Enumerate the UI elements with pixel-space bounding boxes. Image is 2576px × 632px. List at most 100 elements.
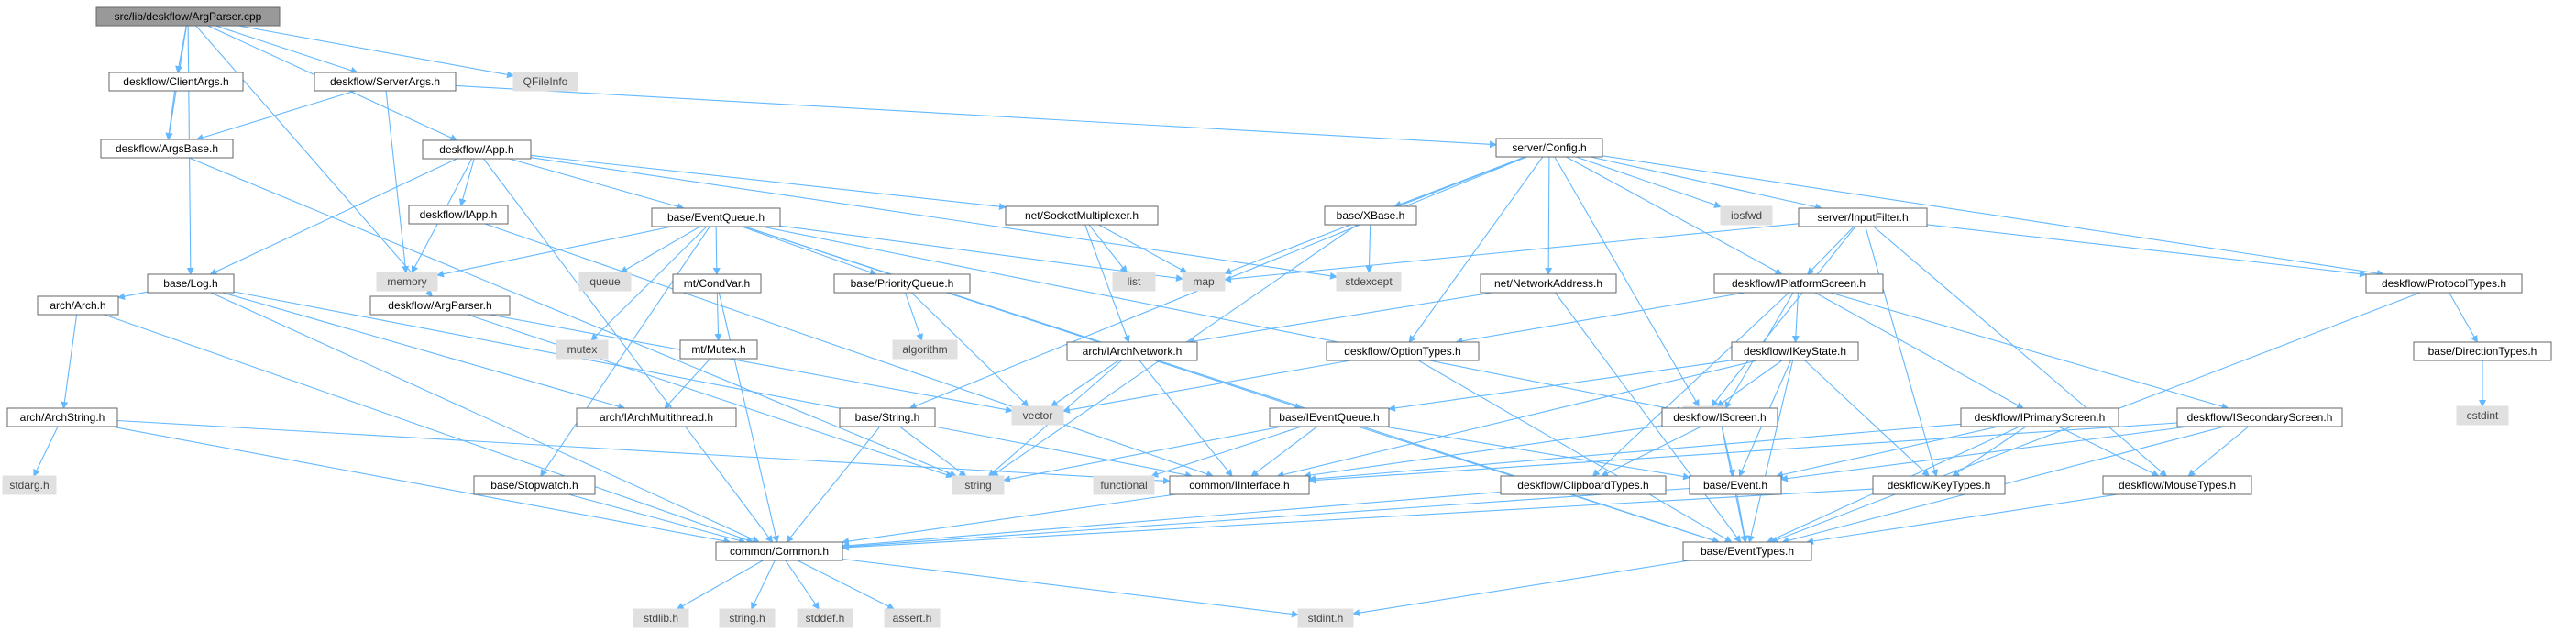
node-argparser_cpp[interactable]: src/lib/deskflow/ArgParser.cpp bbox=[95, 6, 281, 27]
edge-eventqueue-to-stopwatch bbox=[540, 226, 710, 477]
edge-optiontypes-to-eventtypes bbox=[1417, 360, 1733, 543]
node-ieventqueue[interactable]: base/IEventQueue.h bbox=[1269, 407, 1390, 427]
node-argsbase[interactable]: deskflow/ArgsBase.h bbox=[100, 139, 234, 159]
node-mtmutex[interactable]: mt/Mutex.h bbox=[679, 339, 758, 360]
node-box bbox=[1112, 272, 1156, 292]
node-keytypes[interactable]: deskflow/KeyTypes.h bbox=[1872, 475, 2006, 495]
node-clipboardtypes[interactable]: deskflow/ClipboardTypes.h bbox=[1500, 475, 1667, 495]
node-label: base/EventTypes.h bbox=[1701, 545, 1794, 558]
node-label: stdexcept bbox=[1345, 275, 1393, 288]
node-map: map bbox=[1182, 272, 1226, 292]
node-iplatformscreen[interactable]: deskflow/IPlatformScreen.h bbox=[1713, 273, 1884, 294]
node-label: common/Common.h bbox=[730, 545, 829, 558]
edge-stopwatch-to-common bbox=[567, 493, 746, 545]
node-iinterface[interactable]: common/IInterface.h bbox=[1169, 475, 1310, 495]
node-iprimaryscreen[interactable]: deskflow/IPrimaryScreen.h bbox=[1960, 407, 2119, 427]
node-label: mutex bbox=[567, 343, 598, 356]
edge-config-to-iosfwd bbox=[1575, 156, 1722, 208]
node-argparser_h[interactable]: deskflow/ArgParser.h bbox=[369, 295, 511, 316]
node-box bbox=[2456, 405, 2509, 426]
edge-common-to-string_h bbox=[751, 560, 776, 610]
node-iarchmt[interactable]: arch/IArchMultithread.h bbox=[576, 407, 737, 427]
edge-eventqueue-to-condvar bbox=[712, 226, 721, 275]
node-stdarg: stdarg.h bbox=[2, 475, 57, 495]
node-label: stdint.h bbox=[1308, 612, 1344, 625]
node-common[interactable]: common/Common.h bbox=[715, 541, 843, 561]
node-clientargs[interactable]: deskflow/ClientArgs.h bbox=[108, 72, 244, 92]
edge-eventtypes-to-stdint bbox=[1352, 560, 1690, 617]
node-label: base/PriorityQueue.h bbox=[851, 277, 954, 290]
edges bbox=[33, 25, 2486, 618]
edge-app-to-socketmux bbox=[530, 154, 1007, 211]
node-priorityqueue[interactable]: base/PriorityQueue.h bbox=[833, 273, 971, 294]
node-label: list bbox=[1128, 275, 1141, 288]
edge-priorityqueue-to-vector bbox=[910, 292, 1029, 407]
node-app[interactable]: deskflow/App.h bbox=[422, 139, 532, 160]
edge-common-to-stdint bbox=[842, 558, 1299, 618]
node-label: deskflow/ServerArgs.h bbox=[330, 75, 440, 88]
node-box bbox=[6, 407, 118, 427]
node-box bbox=[512, 72, 578, 92]
node-socketmux[interactable]: net/SocketMultiplexer.h bbox=[1005, 205, 1159, 226]
node-event[interactable]: base/Event.h bbox=[1689, 475, 1782, 495]
node-condvar[interactable]: mt/CondVar.h bbox=[672, 273, 762, 294]
edge-basestring-to-string bbox=[899, 426, 967, 477]
edge-config-to-inputfilter bbox=[1590, 156, 1822, 211]
node-label: deskflow/ISecondaryScreen.h bbox=[2187, 411, 2333, 424]
node-xbase[interactable]: base/XBase.h bbox=[1324, 205, 1417, 226]
edge-iprimaryscreen-to-iinterface bbox=[1308, 423, 1962, 482]
node-box bbox=[1731, 341, 1859, 361]
edge-argsbase-to-string bbox=[188, 157, 957, 478]
node-stopwatch[interactable]: base/Stopwatch.h bbox=[473, 475, 596, 495]
node-iapp[interactable]: deskflow/IApp.h bbox=[408, 205, 509, 225]
edge-eventqueue-to-queue bbox=[620, 226, 700, 273]
edge-iprimaryscreen-to-event bbox=[1775, 426, 1999, 479]
edge-priorityqueue-to-algorithm bbox=[904, 292, 923, 341]
edge-config-to-optiontypes bbox=[1408, 156, 1544, 343]
node-isecondaryscreen[interactable]: deskflow/ISecondaryScreen.h bbox=[2176, 407, 2343, 427]
node-config[interactable]: server/Config.h bbox=[1495, 138, 1603, 158]
edge-inputfilter-to-set bbox=[1711, 226, 1856, 407]
node-label: queue bbox=[589, 275, 621, 288]
edge-arch-to-archstring bbox=[61, 314, 78, 409]
node-box bbox=[797, 608, 853, 628]
node-serverargs[interactable]: deskflow/ServerArgs.h bbox=[314, 72, 457, 92]
node-mousetypes[interactable]: deskflow/MouseTypes.h bbox=[2102, 475, 2252, 495]
node-ikeystate[interactable]: deskflow/IKeyState.h bbox=[1731, 341, 1859, 361]
node-directiontypes[interactable]: base/DirectionTypes.h bbox=[2413, 341, 2552, 361]
node-label: stdarg.h bbox=[9, 479, 49, 492]
node-label: base/Stopwatch.h bbox=[490, 479, 578, 492]
node-optiontypes[interactable]: deskflow/OptionTypes.h bbox=[1326, 341, 1480, 361]
node-archstring[interactable]: arch/ArchString.h bbox=[6, 407, 118, 427]
node-arch[interactable]: arch/Arch.h bbox=[37, 295, 119, 316]
node-queue: queue bbox=[578, 272, 632, 292]
node-cstdint: cstdint bbox=[2456, 405, 2509, 426]
node-string_h: string.h bbox=[719, 608, 776, 628]
node-protocoltypes[interactable]: deskflow/ProtocolTypes.h bbox=[2365, 273, 2523, 294]
node-netaddress[interactable]: net/NetworkAddress.h bbox=[1480, 273, 1617, 294]
edge-serverargs-to-memory bbox=[385, 90, 410, 273]
node-eventqueue[interactable]: base/EventQueue.h bbox=[651, 207, 781, 227]
edge-condvar-to-mtmutex bbox=[714, 292, 722, 341]
edge-iplatformscreen-to-iprimaryscreen bbox=[1814, 292, 2024, 409]
edge-eventqueue-to-priorityqueue bbox=[742, 226, 877, 276]
node-basestring[interactable]: base/String.h bbox=[839, 407, 936, 427]
edge-iplatformscreen-to-optiontypes bbox=[1455, 292, 1745, 345]
edge-netaddress-to-iarchnetwork bbox=[1187, 292, 1492, 345]
edge-common-to-stdlib bbox=[676, 560, 764, 610]
edge-protocoltypes-to-directiontypes bbox=[2449, 292, 2478, 343]
node-eventtypes[interactable]: base/EventTypes.h bbox=[1682, 541, 1812, 561]
node-iscreen[interactable]: deskflow/IScreen.h bbox=[1661, 407, 1778, 427]
node-label: deskflow/ClipboardTypes.h bbox=[1517, 479, 1648, 492]
node-iarchnetwork[interactable]: arch/IArchNetwork.h bbox=[1066, 341, 1198, 361]
node-box bbox=[2102, 475, 2252, 495]
edge-iprimaryscreen-to-keytypes bbox=[1952, 426, 2027, 477]
node-box bbox=[1872, 475, 2006, 495]
node-log[interactable]: base/Log.h bbox=[147, 273, 235, 294]
node-label: base/IEventQueue.h bbox=[1279, 411, 1379, 424]
node-label: arch/IArchNetwork.h bbox=[1083, 345, 1183, 358]
node-inputfilter[interactable]: server/InputFilter.h bbox=[1798, 207, 1928, 227]
node-box bbox=[892, 339, 958, 360]
edge-ieventqueue-to-event bbox=[1383, 426, 1690, 481]
